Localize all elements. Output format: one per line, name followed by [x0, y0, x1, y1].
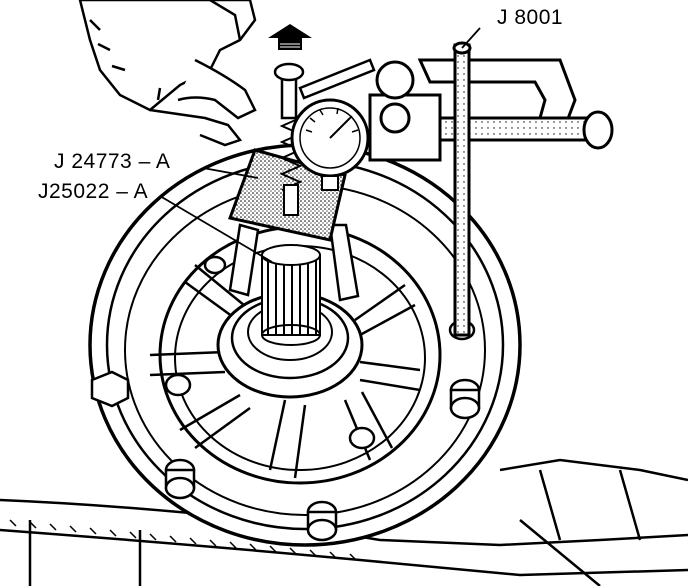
- plunger-spring: [279, 109, 303, 216]
- input-shaft: [261, 244, 321, 346]
- dial-indicator: [290, 98, 370, 191]
- leader-lines: [159, 27, 481, 263]
- up-arrow-icon: [268, 24, 312, 50]
- fixture-legs: [228, 223, 360, 302]
- label-j8001: J 8001: [497, 6, 564, 29]
- t-handle: [273, 58, 376, 120]
- label-j25022-a: J25022 – A: [38, 180, 149, 203]
- technician-hand: [78, 0, 257, 147]
- j8001-bracket: [368, 41, 614, 337]
- label-j24773-a: J 24773 – A: [54, 150, 171, 173]
- base-teeth: [9, 519, 357, 561]
